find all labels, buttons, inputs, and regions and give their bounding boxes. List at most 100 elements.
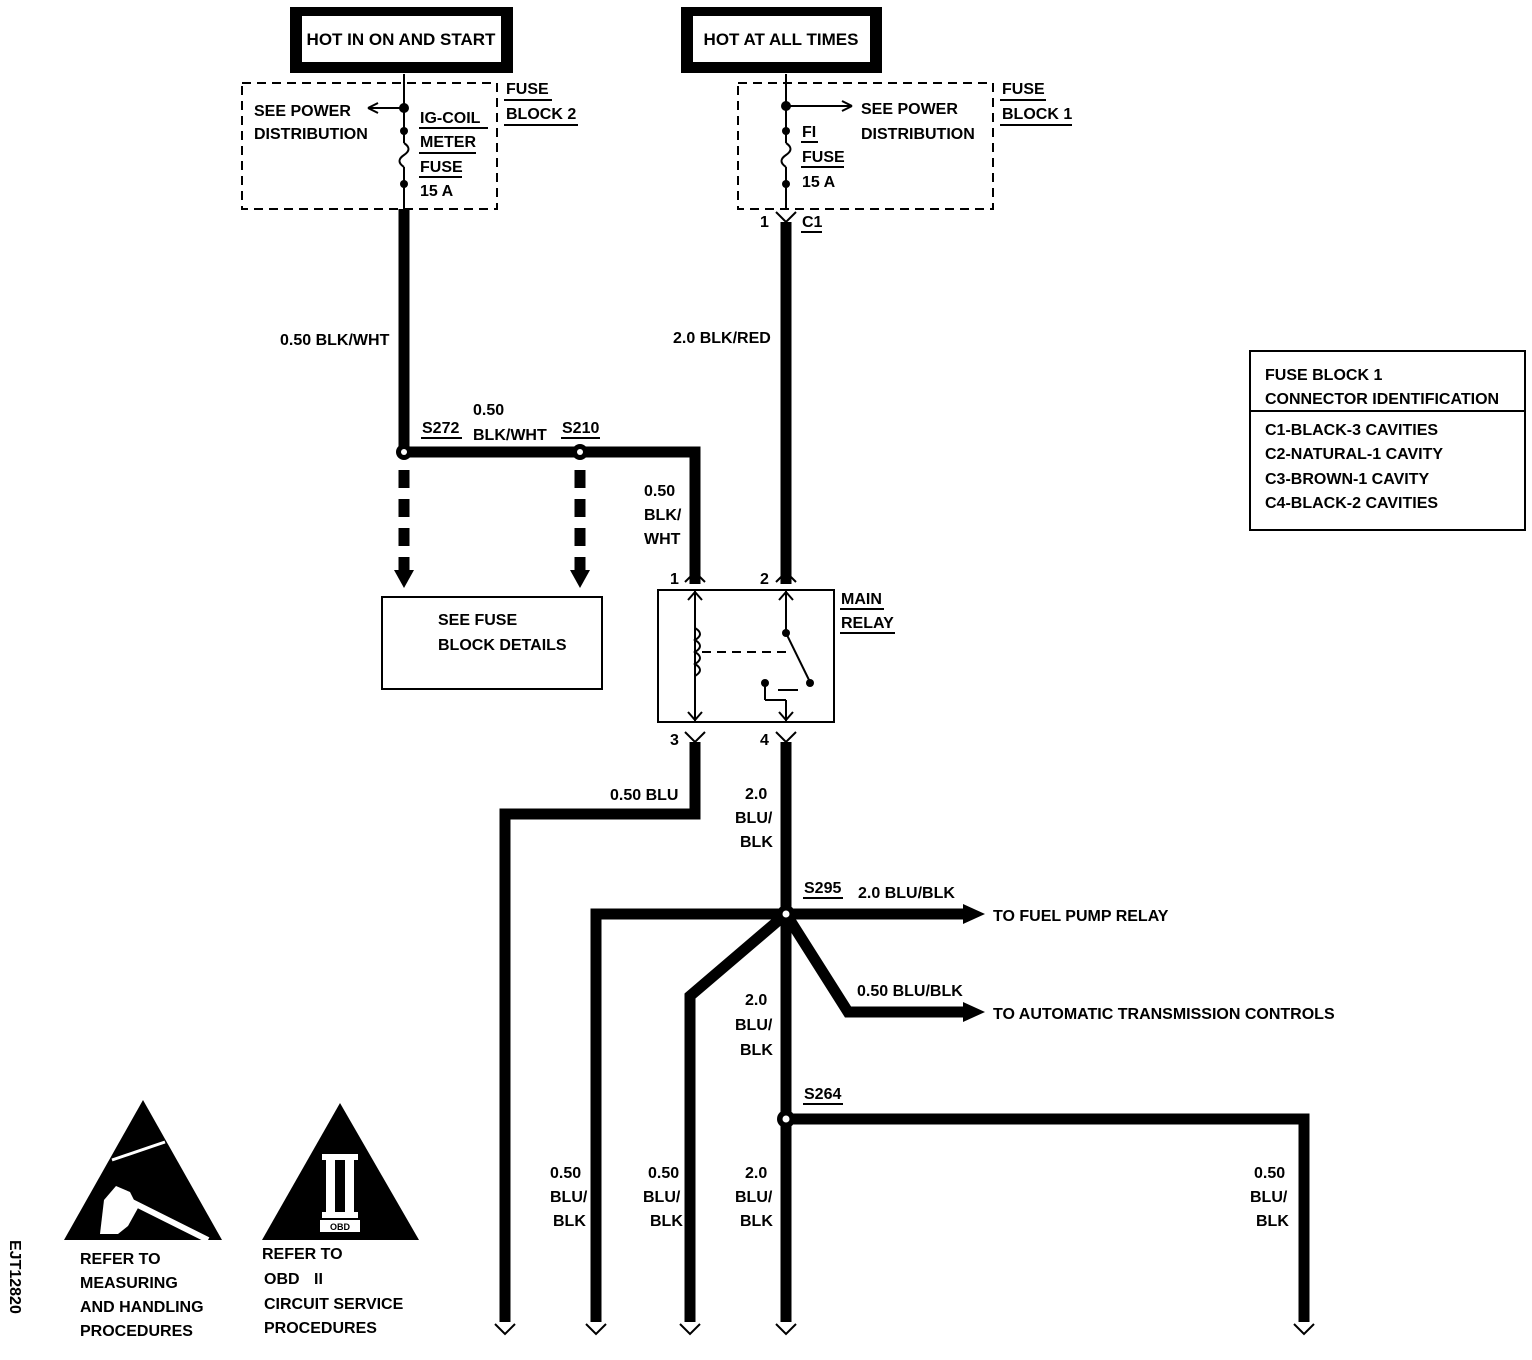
wire-left-branch-2 [684,909,790,1322]
svg-text:0.50: 0.50 [644,483,675,500]
wire-s264-right [786,1113,1310,1322]
svg-text:BLU/: BLU/ [1250,1189,1288,1206]
svg-text:S272: S272 [422,420,459,437]
arrow-down-icon [394,570,414,588]
svg-text:SEE FUSE: SEE FUSE [438,612,517,629]
svg-text:BLOCK 1: BLOCK 1 [1002,106,1072,123]
svg-text:S295: S295 [804,880,841,897]
svg-text:FUSE: FUSE [802,149,845,166]
svg-text:II: II [314,1271,323,1288]
svg-text:3: 3 [670,732,679,749]
svg-text:BLK: BLK [650,1213,683,1230]
main-relay: 1 2 MAIN RELAY 3 4 [657,570,895,749]
svg-text:REFER TO: REFER TO [80,1251,161,1268]
esd-warning-icon [64,1100,222,1243]
fuse-block-2: SEE POWER DISTRIBUTION IG-COIL METER FUS… [241,74,578,210]
svg-text:IG-COIL: IG-COIL [420,110,481,127]
destination-fuel-pump-relay: TO FUEL PUMP RELAY [993,908,1169,925]
arrow-right-icon [963,1002,985,1022]
wire-end-marks [494,1323,1315,1336]
svg-text:BLK: BLK [740,1042,773,1059]
svg-text:HOT IN ON AND START: HOT IN ON AND START [307,30,496,49]
svg-text:REFER TO: REFER TO [262,1246,343,1263]
source-hot-in-on-and-start: HOT IN ON AND START [290,7,513,73]
bottom-wire-label: 0.50 BLU/ BLK [1250,1165,1289,1230]
svg-text:0.50 BLU: 0.50 BLU [610,787,678,804]
arrow-down-icon [570,570,590,588]
svg-text:PROCEDURES: PROCEDURES [264,1320,377,1337]
svg-text:DISTRIBUTION: DISTRIBUTION [254,126,368,143]
svg-text:2.0: 2.0 [745,992,767,1009]
svg-text:1: 1 [670,571,679,588]
svg-text:FUSE: FUSE [1002,81,1045,98]
svg-text:SEE POWER: SEE POWER [254,103,351,120]
svg-text:OBD: OBD [264,1271,300,1288]
svg-text:C1-BLACK-3 CAVITIES: C1-BLACK-3 CAVITIES [1265,422,1438,439]
svg-text:OBD: OBD [330,1222,351,1232]
svg-text:MEASURING: MEASURING [80,1275,178,1292]
svg-text:AND HANDLING: AND HANDLING [80,1299,204,1316]
svg-text:BLU/: BLU/ [735,1017,773,1034]
arrow-right-icon [963,904,985,924]
source-hot-at-all-times: HOT AT ALL TIMES [681,7,882,73]
svg-text:C4-BLACK-2 CAVITIES: C4-BLACK-2 CAVITIES [1265,495,1438,512]
svg-text:0.50 BLK/WHT: 0.50 BLK/WHT [280,332,390,349]
svg-text:BLK/: BLK/ [644,507,682,524]
svg-text:BLK: BLK [1256,1213,1289,1230]
svg-text:2.0 BLK/RED: 2.0 BLK/RED [673,330,771,347]
figure-id: EJT12820 [6,1240,23,1314]
bottom-wire-label: 0.50 BLU/ BLK [550,1165,588,1230]
svg-text:FUSE: FUSE [420,159,463,176]
svg-text:2.0 BLU/BLK: 2.0 BLU/BLK [858,885,955,902]
splice-s264: S264 [777,1086,843,1128]
svg-text:FUSE: FUSE [506,81,549,98]
svg-text:BLK: BLK [740,834,773,851]
svg-text:DISTRIBUTION: DISTRIBUTION [861,126,975,143]
svg-text:BLK: BLK [740,1213,773,1230]
connector-c1: 1 C1 [760,211,823,233]
svg-text:S210: S210 [562,420,599,437]
svg-text:BLU/: BLU/ [643,1189,681,1206]
svg-text:1: 1 [760,214,769,231]
svg-text:MAIN: MAIN [841,591,882,608]
svg-text:15 A: 15 A [420,183,454,200]
splice-s210: S210 [561,420,600,460]
wire-to-transmission [781,911,965,1018]
svg-text:0.50: 0.50 [1254,1165,1285,1182]
svg-text:C1: C1 [802,214,823,231]
svg-text:2.0: 2.0 [745,1165,767,1182]
svg-text:BLU/: BLU/ [735,1189,773,1206]
wire-s210-to-relay [580,446,701,584]
svg-text:0.50: 0.50 [550,1165,581,1182]
bottom-wire-label: 2.0 BLU/ BLK [735,1165,773,1230]
svg-text:BLOCK DETAILS: BLOCK DETAILS [438,637,567,654]
svg-text:2: 2 [760,571,769,588]
svg-text:CONNECTOR IDENTIFICATION: CONNECTOR IDENTIFICATION [1265,391,1499,408]
svg-text:BLOCK 2: BLOCK 2 [506,106,576,123]
svg-text:0.50: 0.50 [648,1165,679,1182]
svg-text:C3-BROWN-1 CAVITY: C3-BROWN-1 CAVITY [1265,471,1429,488]
svg-text:2.0: 2.0 [745,786,767,803]
wire-relay-pin3 [499,742,701,1322]
svg-text:0.50 BLU/BLK: 0.50 BLU/BLK [857,983,963,1000]
splice-s295: S295 [777,880,843,923]
svg-text:BLK/WHT: BLK/WHT [473,427,547,444]
svg-text:PROCEDURES: PROCEDURES [80,1323,193,1340]
svg-text:BLK: BLK [553,1213,586,1230]
fuse-block-1: SEE POWER DISTRIBUTION FI FUSE 15 A FUSE… [737,74,1072,210]
svg-text:FI: FI [802,124,816,141]
svg-text:C2-NATURAL-1 CAVITY: C2-NATURAL-1 CAVITY [1265,446,1443,463]
wire-left-branch-1 [590,908,786,1322]
svg-text:4: 4 [760,732,769,749]
bottom-wire-label: 0.50 BLU/ BLK [643,1165,683,1230]
splice-s272: S272 [396,420,462,460]
svg-text:BLU/: BLU/ [550,1189,588,1206]
connector-identification-table: FUSE BLOCK 1 CONNECTOR IDENTIFICATION C1… [1249,350,1526,531]
svg-text:BLU/: BLU/ [735,810,773,827]
svg-text:METER: METER [420,134,476,151]
obd-ii-warning-icon: OBD [262,1103,419,1240]
svg-text:HOT AT ALL TIMES: HOT AT ALL TIMES [704,30,859,49]
svg-text:FUSE BLOCK 1: FUSE BLOCK 1 [1265,367,1382,384]
svg-text:RELAY: RELAY [841,615,894,632]
